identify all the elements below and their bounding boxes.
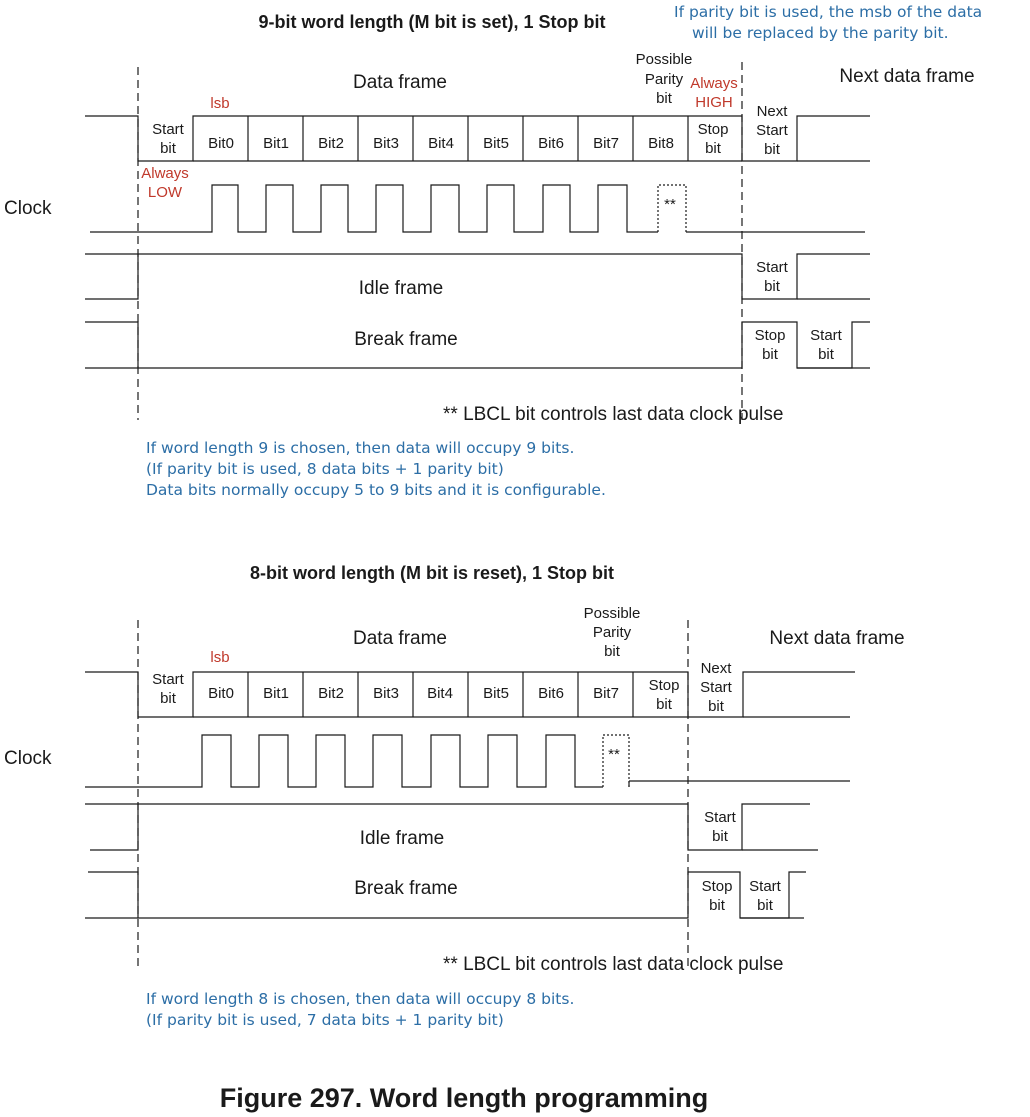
lbcl-asterisks: **	[664, 196, 676, 213]
clock-waveform	[90, 184, 658, 233]
start-bit-line1: Start	[152, 671, 185, 688]
always-low-line2: LOW	[148, 184, 183, 201]
possible-parity-line1: Possible	[584, 605, 641, 622]
break-stop-bit-line1: Stop	[702, 878, 733, 895]
always-high-line1: Always	[690, 75, 738, 92]
stop-bit-line2: bit	[705, 140, 722, 157]
stop-bit-line2: bit	[656, 696, 673, 713]
next-start-bit-line3: bit	[708, 698, 725, 715]
next-start-bit-line2: Start	[756, 122, 789, 139]
stop-bit-line1: Stop	[649, 677, 680, 694]
bit-label: Bit5	[483, 135, 509, 152]
break-frame-label: Break frame	[354, 329, 457, 350]
word-length-note-line1: If word length 8 is chosen, then data wi…	[146, 990, 574, 1008]
always-high-line2: HIGH	[695, 94, 733, 111]
data-signal-waveform	[85, 115, 870, 162]
last-clock-pulse	[657, 184, 687, 232]
always-low-line1: Always	[141, 165, 189, 182]
start-bit-line1: Start	[152, 121, 185, 138]
possible-parity-line3: bit	[604, 643, 621, 660]
clock-label: Clock	[4, 748, 52, 769]
next-data-frame-label: Next data frame	[839, 66, 974, 87]
lbcl-note: ** LBCL bit controls last data clock pul…	[443, 404, 783, 425]
idle-frame-start	[85, 254, 139, 300]
bit-label: Bit4	[428, 135, 454, 152]
data-signal-waveform	[85, 671, 855, 718]
bit-label: Bit3	[373, 135, 399, 152]
lbcl-note: ** LBCL bit controls last data clock pul…	[443, 954, 783, 975]
bit-label: Bit4	[427, 685, 453, 702]
possible-parity-line2: Parity	[645, 71, 684, 88]
idle-frame-waveform	[85, 803, 810, 851]
stop-bit-line1: Stop	[698, 121, 729, 138]
figure-caption: Figure 297. Word length programming	[220, 1083, 709, 1113]
bit-labels: Bit0 Bit1 Bit2 Bit3 Bit4 Bit5 Bit6 Bit7	[208, 685, 619, 702]
bit-label: Bit3	[373, 685, 399, 702]
bit-label: Bit0	[208, 685, 234, 702]
idle-frame-label: Idle frame	[359, 278, 443, 299]
break-frame-label: Break frame	[354, 878, 457, 899]
lsb-label: lsb	[210, 649, 229, 666]
data-frame-label: Data frame	[353, 628, 447, 649]
diagram-8bit: 8-bit word length (M bit is reset), 1 St…	[4, 563, 905, 1029]
parity-note-line2: will be replaced by the parity bit.	[692, 24, 949, 42]
data-frame-label: Data frame	[353, 72, 447, 93]
bit-label: Bit0	[208, 135, 234, 152]
bit-dividers	[247, 116, 689, 161]
next-start-bit-line1: Next	[701, 660, 733, 677]
word-length-note-line2: (If parity bit is used, 7 data bits + 1 …	[146, 1011, 504, 1029]
clock-label: Clock	[4, 198, 52, 219]
bit-label: Bit2	[318, 135, 344, 152]
bit-label: Bit2	[318, 685, 344, 702]
idle-start-bit-line1: Start	[756, 259, 789, 276]
start-bit-line2: bit	[160, 690, 177, 707]
bit-dividers	[247, 672, 634, 717]
idle-start-bit-line2: bit	[712, 828, 729, 845]
break-frame-waveform	[85, 321, 870, 369]
diagram1-title: 9-bit word length (M bit is set), 1 Stop…	[259, 12, 606, 32]
idle-start-bit-line2: bit	[764, 278, 781, 295]
idle-frame-label: Idle frame	[360, 828, 444, 849]
idle-frame-start	[90, 804, 139, 851]
break-stop-bit-line2: bit	[762, 346, 779, 363]
word-length-note-line1: If word length 9 is chosen, then data wi…	[146, 439, 574, 457]
break-stop-bit-line1: Stop	[755, 327, 786, 344]
next-start-bit-line2: Start	[700, 679, 733, 696]
bit-label: Bit6	[538, 685, 564, 702]
possible-parity-line1: Possible	[636, 51, 693, 68]
bit-label: Bit6	[538, 135, 564, 152]
next-data-frame-label: Next data frame	[769, 628, 904, 649]
word-length-note-line3: Data bits normally occupy 5 to 9 bits an…	[146, 481, 606, 499]
parity-note-line1: If parity bit is used, the msb of the da…	[674, 3, 982, 21]
next-start-bit-line3: bit	[764, 141, 781, 158]
word-length-note-line2: (If parity bit is used, 8 data bits + 1 …	[146, 460, 504, 478]
bit-label: Bit7	[593, 685, 619, 702]
lbcl-asterisks: **	[608, 746, 620, 763]
idle-start-bit-line1: Start	[704, 809, 737, 826]
break-stop-bit-line2: bit	[709, 897, 726, 914]
bit-label: Bit5	[483, 685, 509, 702]
diagram2-title: 8-bit word length (M bit is reset), 1 St…	[250, 563, 614, 583]
idle-frame-waveform	[85, 253, 870, 300]
last-clock-pulse	[602, 734, 630, 787]
possible-parity-line3: bit	[656, 90, 673, 107]
bit-label: Bit7	[593, 135, 619, 152]
possible-parity-line2: Parity	[593, 624, 632, 641]
break-start-bit-line2: bit	[757, 897, 774, 914]
break-start-bit-line1: Start	[749, 878, 782, 895]
next-start-bit-line1: Next	[757, 103, 789, 120]
bit-label: Bit1	[263, 135, 289, 152]
bit-labels: Bit0 Bit1 Bit2 Bit3 Bit4 Bit5 Bit6 Bit7 …	[208, 135, 674, 152]
break-start-bit-line1: Start	[810, 327, 843, 344]
start-bit-line2: bit	[160, 140, 177, 157]
clock-waveform	[85, 734, 603, 788]
lsb-label: lsb	[210, 95, 229, 112]
break-frame-waveform	[88, 871, 806, 919]
bit-label: Bit1	[263, 685, 289, 702]
break-start-bit-line2: bit	[818, 346, 835, 363]
bit-label: Bit8	[648, 135, 674, 152]
diagram-9bit: 9-bit word length (M bit is set), 1 Stop…	[4, 3, 982, 499]
